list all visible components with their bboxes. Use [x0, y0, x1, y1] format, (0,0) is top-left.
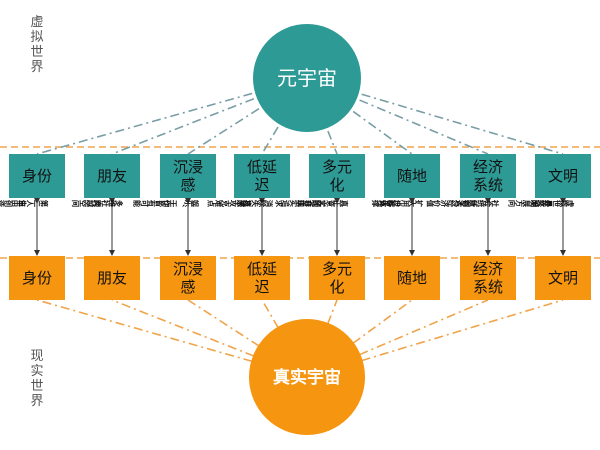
- bottom-box-1: [9, 256, 65, 300]
- connector-top-2: [111, 77, 308, 155]
- bottom-box-4: [234, 256, 290, 300]
- metaverse-hub-label: 元宇宙: [277, 66, 337, 90]
- connector-bottom-2: [111, 299, 308, 378]
- note-right-6: 扩大用户群体: [379, 199, 424, 208]
- note-left-3: 一切皆有可能: [133, 199, 177, 208]
- top-box-1-label-line-1: 身份: [22, 167, 52, 185]
- top-box-1: [9, 154, 65, 198]
- note-left-8: 最终发展方向: [508, 199, 553, 208]
- top-box-2-label-line-1: 朋友: [97, 167, 127, 185]
- top-box-7: [460, 154, 516, 198]
- top-box-8: [535, 154, 591, 198]
- note-right-8: 虚拟世界文明: [530, 199, 575, 208]
- virtual-world-label-char-3: 世: [30, 45, 43, 60]
- bottom-box-8-label-line-1: 文明: [548, 269, 578, 287]
- top-box-6-label-line-1: 随地: [397, 167, 427, 185]
- note-right-7: 社会统计创造: [455, 199, 500, 208]
- note-left-7: 所有人经济价值: [425, 199, 477, 208]
- top-box-5: [309, 154, 365, 198]
- bottom-box-7-label-line-2: 系统: [473, 278, 503, 296]
- note-left-4: 技术攻克难点: [207, 199, 252, 208]
- top-box-2: [84, 154, 140, 198]
- real-world-label-char-3: 世: [30, 379, 43, 394]
- metaverse-hub-circle: [253, 24, 361, 132]
- virtual-world-label-char-1: 虚: [30, 15, 43, 30]
- bottom-box-6-label-line-1: 随地: [397, 269, 427, 287]
- top-box-5-label-line-1: 多元: [322, 158, 352, 176]
- top-box-3-label-line-1: 沉浸: [173, 158, 203, 176]
- bottom-box-1-label-line-1: 身份: [22, 269, 52, 287]
- bottom-box-7: [460, 256, 516, 300]
- real-world-label-char-4: 界: [30, 394, 43, 409]
- top-box-3: [160, 154, 216, 198]
- bottom-box-4-label-line-1: 低延: [247, 260, 277, 278]
- note-left-5: 实现非现实追求: [274, 199, 326, 208]
- top-box-8-label-line-1: 文明: [548, 167, 578, 185]
- note-right-1: 第二人生: [18, 199, 49, 208]
- bottom-box-6: [384, 256, 440, 300]
- bottom-box-8: [535, 256, 591, 300]
- top-box-5-label-line-2: 化: [329, 176, 344, 194]
- bottom-box-2-label-line-1: 朋友: [97, 269, 127, 287]
- bottom-box-5-label-line-1: 多元: [322, 260, 352, 278]
- bottom-box-4-label-line-2: 迟: [254, 278, 269, 296]
- note-left-1: 自由创造: [0, 199, 27, 208]
- bottom-box-3: [160, 256, 216, 300]
- bottom-box-5: [309, 256, 365, 300]
- bottom-box-3-label-line-2: 感: [180, 278, 195, 296]
- note-left-6: 设备支撑: [371, 199, 402, 208]
- bottom-box-7-label-line-1: 经济: [473, 260, 503, 278]
- bottom-box-5-label-line-2: 化: [329, 278, 344, 296]
- top-box-7-label-line-1: 经济: [473, 158, 503, 176]
- real-universe-hub-circle: [249, 319, 365, 435]
- note-right-4: 消除失真感: [236, 199, 274, 208]
- real-world-label-char-1: 现: [30, 349, 43, 364]
- real-world-label-char-2: 实: [30, 364, 43, 379]
- top-box-4-label-line-1: 低延: [247, 158, 277, 176]
- bottom-box-3-label-line-1: 沉浸: [173, 260, 203, 278]
- note-left-2: 跨越空间: [71, 199, 102, 208]
- note-right-5: 真正意义的自由: [296, 199, 348, 208]
- top-box-7-label-line-2: 系统: [473, 176, 503, 194]
- virtual-world-label-char-4: 界: [30, 60, 43, 75]
- real-universe-hub-label: 真实宇宙: [273, 367, 341, 388]
- bottom-box-2: [84, 256, 140, 300]
- top-box-4: [234, 154, 290, 198]
- note-right-2: 多维社交: [93, 199, 124, 208]
- note-right-3: 娱乐、工作…: [156, 199, 200, 208]
- virtual-world-label-char-2: 拟: [30, 30, 43, 45]
- top-box-4-label-line-2: 迟: [254, 176, 269, 194]
- top-box-3-label-line-2: 感: [180, 176, 195, 194]
- top-box-6: [384, 154, 440, 198]
